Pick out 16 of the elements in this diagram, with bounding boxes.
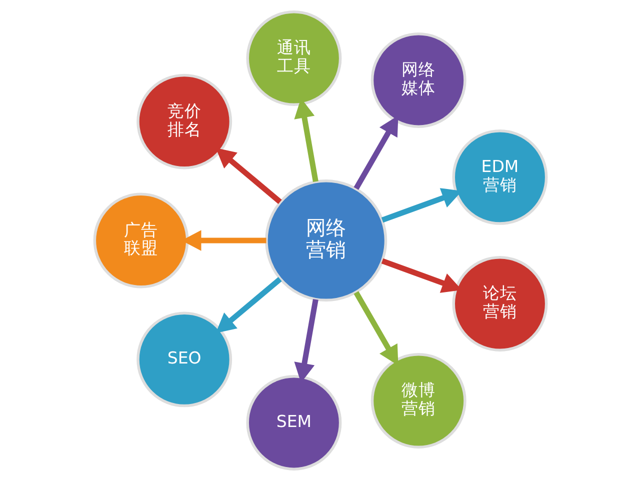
node-circle: 论坛营销: [452, 256, 548, 352]
node-circle: 微博营销: [370, 353, 466, 448]
arrow: [215, 277, 282, 334]
arrow: [353, 115, 398, 190]
node-circle: 广告联盟: [92, 192, 188, 288]
node-circle: SEM: [246, 375, 342, 470]
node-circle: 网络营销: [264, 179, 387, 302]
node-circle: 通讯工具: [246, 10, 342, 106]
arrow: [215, 148, 282, 204]
node-circle: 网络媒体: [370, 32, 466, 128]
node-circle: EDM营销: [452, 129, 548, 225]
node-circle: 竞价排名: [136, 74, 232, 170]
arrow: [380, 188, 462, 223]
arrow: [353, 291, 398, 366]
node-circle: SEO: [136, 312, 232, 408]
arrow: [380, 258, 462, 293]
